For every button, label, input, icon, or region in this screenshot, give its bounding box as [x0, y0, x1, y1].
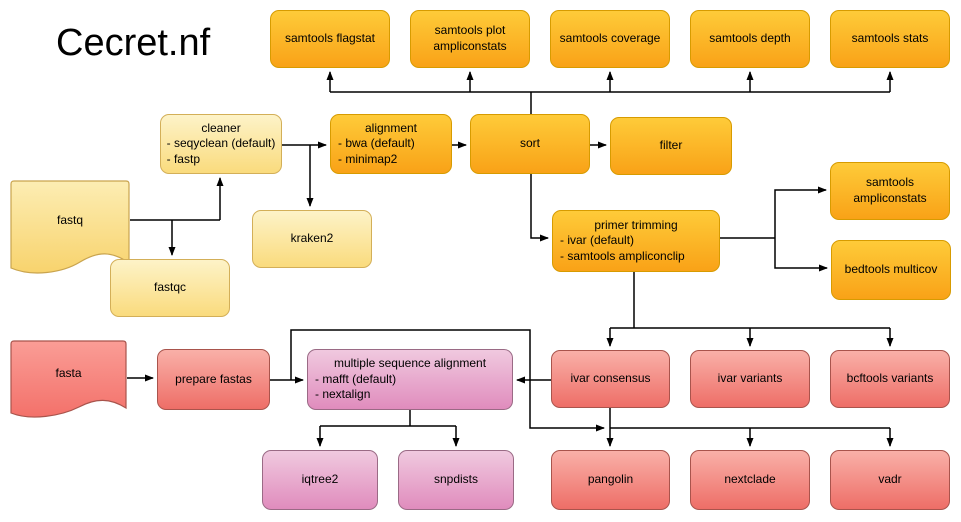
node-primer-trimming: primer trimming - ivar (default) - samto…: [552, 210, 720, 272]
node-bullet: - fastp: [166, 151, 200, 166]
node-content: primer trimming - ivar (default) - samto…: [553, 218, 719, 265]
node-alignment: alignment - bwa (default) - minimap2: [330, 114, 452, 174]
node-title: cleaner: [201, 120, 241, 135]
node-label: prepare fastas: [175, 371, 252, 386]
node-title: multiple sequence alignment: [333, 356, 487, 371]
node-samtools-ampliconstats: samtools ampliconstats: [830, 162, 950, 220]
node-pangolin: pangolin: [551, 450, 670, 510]
node-bullet: - ivar (default): [560, 233, 635, 248]
node-label: filter: [659, 138, 683, 153]
node-samtools-stats: samtools stats: [830, 10, 950, 68]
node-multiple-sequence-alignment: multiple sequence alignment - mafft (def…: [307, 349, 513, 410]
node-samtools-flagstat: samtools flagstat: [270, 10, 390, 68]
node-label: samtools stats: [851, 31, 929, 46]
node-label: samtools depth: [709, 31, 791, 46]
node-ivar-variants: ivar variants: [690, 350, 810, 408]
node-label: samtools ampliconstats: [853, 175, 927, 205]
node-label: bedtools multicov: [844, 262, 938, 277]
node-bullet: - nextalign: [315, 387, 371, 402]
node-filter: filter: [610, 117, 732, 175]
node-bedtools-multicov: bedtools multicov: [831, 240, 951, 300]
document-shape: [10, 340, 127, 418]
node-kraken2: kraken2: [252, 210, 372, 268]
node-fastqc: fastqc: [110, 259, 230, 317]
node-samtools-coverage: samtools coverage: [550, 10, 670, 68]
node-label: sort: [519, 136, 540, 151]
node-bullet: - mafft (default): [315, 371, 397, 386]
node-label: snpdists: [433, 472, 479, 487]
node-fasta: fasta: [10, 340, 127, 420]
node-bullet: - bwa (default): [338, 136, 415, 151]
node-label: fasta: [55, 366, 82, 380]
connector-lines: [127, 71, 894, 447]
node-label: ivar consensus: [570, 371, 651, 386]
node-title: primer trimming: [594, 217, 678, 232]
node-cleaner: cleaner - seqyclean (default) - fastp: [160, 114, 282, 174]
document-outline: [10, 180, 130, 274]
node-bullet: - minimap2: [338, 151, 398, 166]
document-shape: [10, 180, 130, 274]
node-prepare-fastas: prepare fastas: [157, 349, 270, 410]
node-label: kraken2: [290, 231, 334, 246]
node-iqtree2: iqtree2: [262, 450, 378, 510]
node-content: alignment - bwa (default) - minimap2: [331, 121, 451, 168]
node-samtools-depth: samtools depth: [690, 10, 810, 68]
node-label: pangolin: [587, 472, 634, 487]
node-label: fastq: [56, 213, 83, 227]
node-sort: sort: [470, 114, 590, 174]
node-title: alignment: [364, 120, 418, 135]
node-vadr: vadr: [830, 450, 950, 510]
node-label: iqtree2: [301, 472, 339, 487]
node-label: fastqc: [153, 280, 186, 295]
node-nextclade: nextclade: [690, 450, 810, 510]
node-bcftools-variants: bcftools variants: [830, 350, 950, 408]
document-outline: [10, 340, 127, 418]
node-label: vadr: [878, 472, 902, 487]
node-fastq: fastq: [10, 180, 130, 275]
node-label: nextclade: [724, 472, 776, 487]
node-bullet: - samtools ampliconclip: [560, 248, 685, 263]
node-snpdists: snpdists: [398, 450, 514, 510]
node-label: samtools flagstat: [284, 31, 376, 46]
node-ivar-consensus: ivar consensus: [551, 350, 670, 408]
node-samtools-plot-ampliconstats: samtools plot ampliconstats: [410, 10, 530, 68]
node-label: samtools plot ampliconstats: [433, 23, 507, 53]
node-label: ivar variants: [717, 371, 783, 386]
node-content: multiple sequence alignment - mafft (def…: [308, 356, 512, 403]
diagram-title: Cecret.nf: [56, 22, 211, 64]
node-content: cleaner - seqyclean (default) - fastp: [160, 121, 283, 168]
node-bullet: - seqyclean (default): [166, 136, 276, 151]
node-label: samtools coverage: [559, 31, 661, 46]
node-label: bcftools variants: [846, 371, 934, 386]
